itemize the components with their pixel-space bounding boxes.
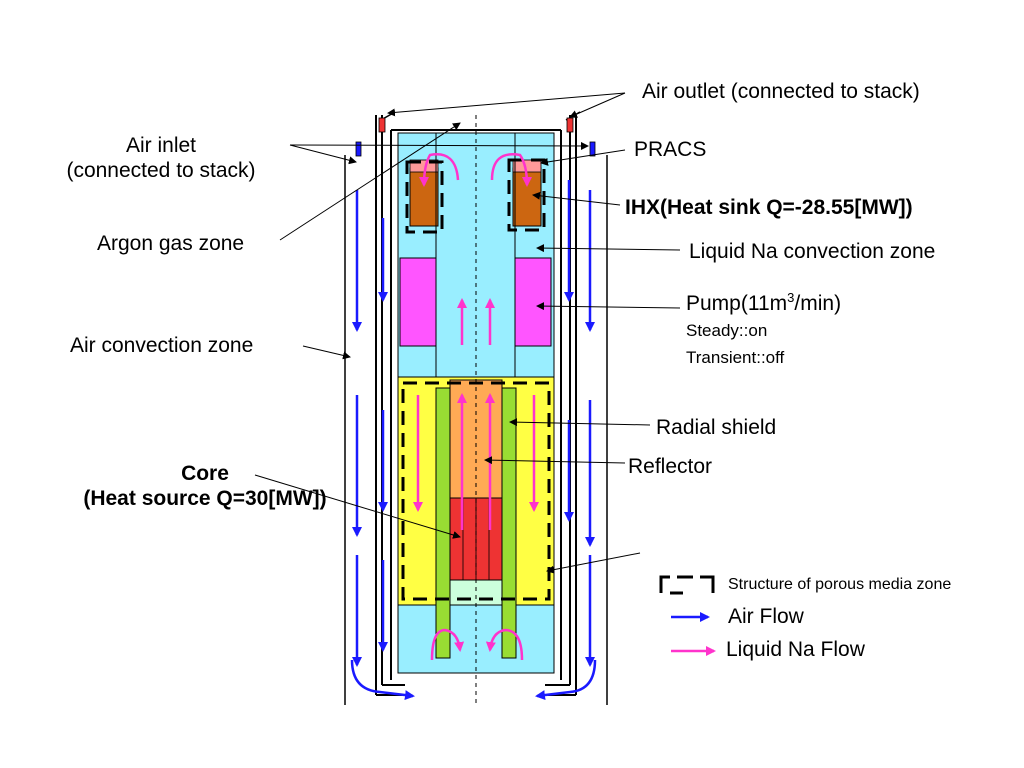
rod-right: [501, 387, 517, 659]
legend-air-flow-label: Air Flow: [728, 605, 804, 628]
ihx-label: IHX(Heat sink Q=-28.55[MW]): [625, 196, 913, 219]
core-label: Core (Heat source Q=30[MW]): [20, 461, 390, 511]
pump-left: [399, 257, 437, 347]
core-line-1: Core: [181, 462, 229, 485]
air-convection-zone-label: Air convection zone: [70, 334, 254, 357]
air-flow-arrows: [350, 180, 597, 701]
air-inlet-line-2: (connected to stack): [66, 159, 256, 183]
leader-lines: [254, 92, 681, 574]
liquid-na-zone-label: Liquid Na convection zone: [689, 240, 936, 263]
rod-left: [435, 387, 451, 659]
lower-plenum: [449, 579, 503, 606]
pracs-label: PRACS: [634, 138, 707, 161]
legend-symbols: [659, 575, 716, 656]
reflector-label: Reflector: [628, 455, 713, 478]
legend-porous-label: Structure of porous media zone: [728, 576, 952, 593]
pump-label-exponent: 3: [787, 290, 795, 305]
air-outlet-label: Air outlet (connected to stack): [642, 80, 920, 103]
pump-right: [514, 257, 552, 347]
pump-steady-label: Steady::on: [686, 321, 768, 340]
air-convection-boundary: [344, 155, 608, 705]
pump-label-prefix: Pump(11m: [686, 292, 788, 315]
air-inlet-line-1: Air inlet: [125, 134, 197, 157]
radial-shield-label: Radial shield: [656, 416, 777, 439]
pump-label-suffix: /min): [794, 292, 842, 315]
pump-transient-label: Transient::off: [686, 348, 785, 367]
legend-na-flow-label: Liquid Na Flow: [726, 638, 865, 661]
air-inlet-label: Air inlet (connected to stack): [30, 133, 292, 183]
pump-label: Pump(11m3/min): [686, 290, 841, 316]
argon-gas-zone-label: Argon gas zone: [97, 232, 245, 255]
inner-barrel: [435, 133, 516, 378]
core-line-2: (Heat source Q=30[MW]): [83, 487, 327, 511]
